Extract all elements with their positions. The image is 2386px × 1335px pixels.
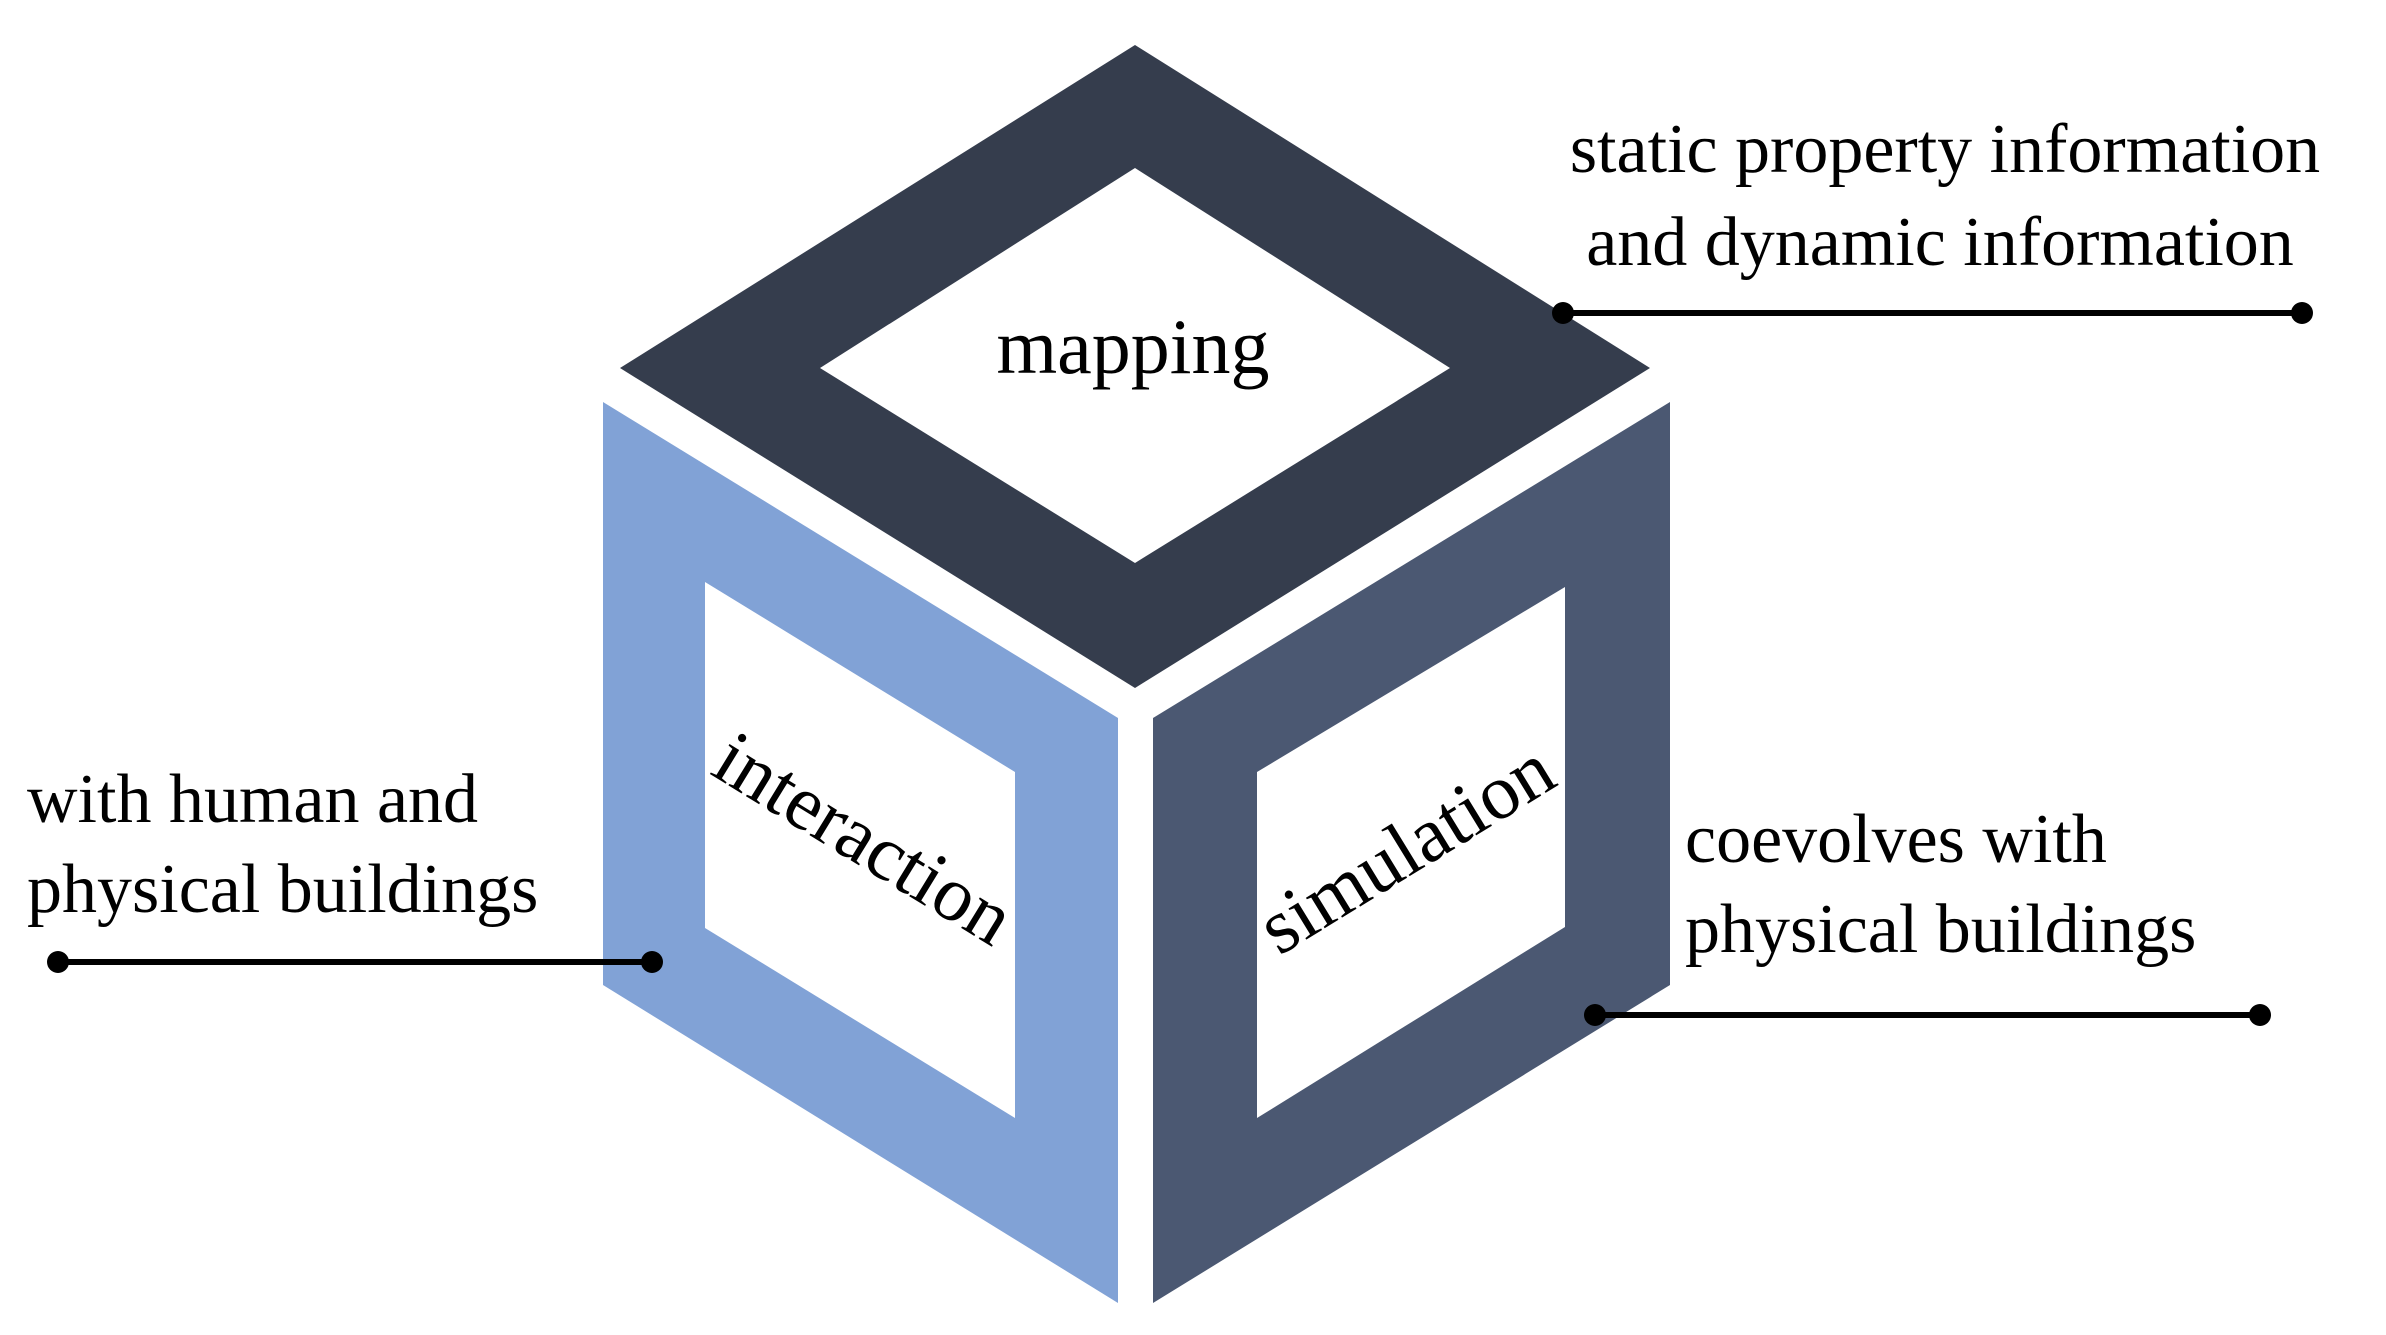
callout-left-line-2: physical buildings (27, 851, 538, 928)
callout-top-right: static property information and dynamic … (1552, 111, 2320, 324)
right-face: simulation (1153, 402, 1670, 1303)
callout-left-dot-start (47, 951, 69, 973)
mapping-label: mapping (997, 303, 1270, 390)
callout-bottom-right-line-2: physical buildings (1685, 891, 2196, 968)
callout-left-line-1: with human and (27, 761, 478, 838)
right-face-inner (1257, 587, 1565, 1118)
top-face: mapping (620, 45, 1650, 688)
callout-left: with human and physical buildings (27, 761, 663, 973)
callout-bottom-right: coevolves with physical buildings (1584, 801, 2271, 1026)
callout-bottom-right-dot-end (2249, 1004, 2271, 1026)
callout-left-dot-end (641, 951, 663, 973)
callout-bottom-right-line-1: coevolves with (1685, 801, 2107, 878)
callout-top-right-dot-start (1552, 302, 1574, 324)
callout-top-right-dot-end (2291, 302, 2313, 324)
left-face-inner (705, 582, 1015, 1118)
left-face: interaction (603, 402, 1118, 1303)
callout-top-right-line-1: static property information (1570, 111, 2320, 188)
callout-top-right-line-2: and dynamic information (1586, 204, 2294, 281)
top-face-inner (820, 168, 1450, 563)
callout-bottom-right-dot-start (1584, 1004, 1606, 1026)
